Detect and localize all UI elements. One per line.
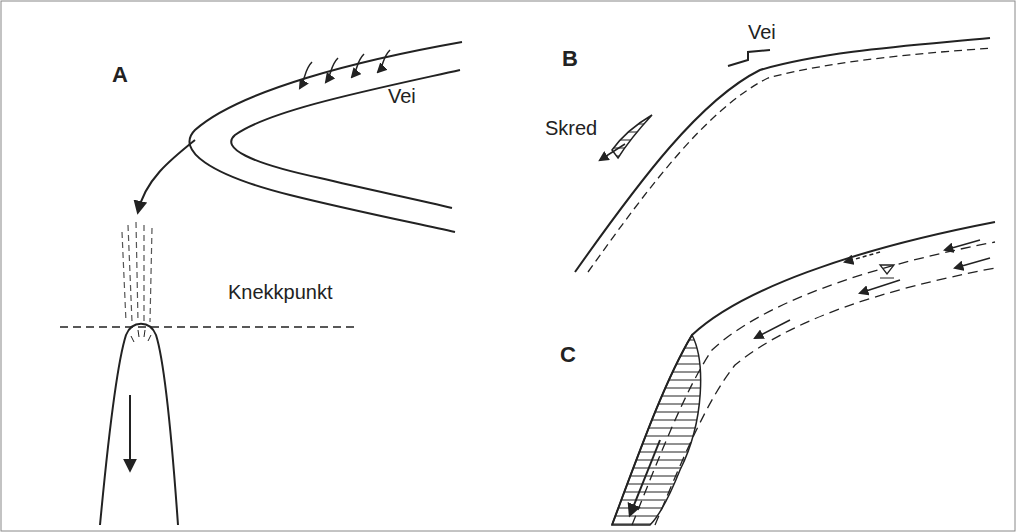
road-label: Vei bbox=[388, 86, 416, 106]
runoff-arrows bbox=[300, 50, 390, 88]
road-cut bbox=[728, 50, 770, 66]
slope-c bbox=[612, 222, 995, 525]
water-table-symbol bbox=[880, 278, 894, 279]
slide-arrow bbox=[600, 144, 625, 160]
seepage-arrows bbox=[755, 240, 990, 338]
road-hairpin bbox=[189, 42, 462, 232]
break-point-label: Knekkpunkt bbox=[228, 282, 333, 302]
gully-head-ticks bbox=[131, 330, 151, 342]
panel-letter: C bbox=[560, 344, 576, 366]
gully-arrow bbox=[129, 395, 131, 470]
water-jet bbox=[122, 222, 152, 322]
slide-label: Skred bbox=[545, 118, 597, 138]
panel-letter: A bbox=[112, 64, 128, 86]
panel-letter: B bbox=[562, 48, 578, 70]
slope-b-dashed bbox=[588, 48, 992, 272]
road-label: Vei bbox=[748, 22, 776, 42]
break-line bbox=[60, 326, 355, 328]
slide-scar bbox=[612, 115, 652, 158]
gully bbox=[100, 324, 178, 525]
slide-arrow-c bbox=[630, 440, 660, 515]
slide-body bbox=[612, 335, 701, 525]
flow-arrow bbox=[138, 140, 195, 212]
water-table-symbol bbox=[880, 265, 894, 274]
